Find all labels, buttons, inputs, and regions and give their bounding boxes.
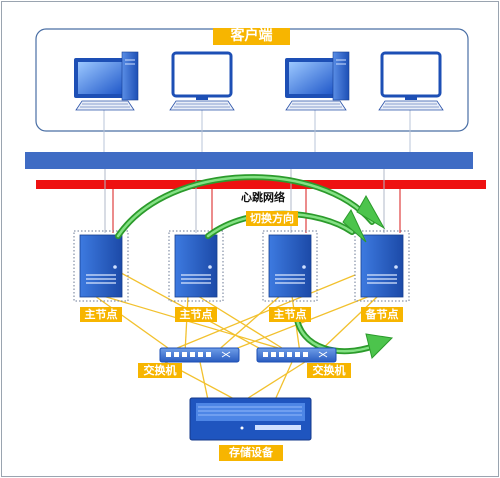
switch-direction-label: 切换方向 xyxy=(246,211,298,226)
monitor-icon xyxy=(380,51,442,98)
client-drop-lines xyxy=(103,108,411,152)
heartbeat-network-bus xyxy=(36,180,486,189)
heartbeat-network-label: 心跳网络 xyxy=(241,191,285,204)
server-main-2 xyxy=(168,230,224,302)
standby-node-label: 备节点 xyxy=(361,307,403,322)
server-main-3 xyxy=(262,230,318,302)
arrow-head-icon xyxy=(356,194,386,230)
client-network-bus xyxy=(25,152,473,169)
arrow-head-icon xyxy=(342,208,367,243)
server-main-1 xyxy=(73,230,129,302)
main-node-label-2: 主节点 xyxy=(175,307,217,322)
server-standby xyxy=(354,230,410,302)
client-monitor-2 xyxy=(378,51,444,111)
storage-device-label: 存储设备 xyxy=(219,445,283,461)
storage-array xyxy=(189,397,312,441)
server-heartbeat-links xyxy=(112,189,401,233)
client-workstation-1 xyxy=(74,51,139,111)
client-monitor-1 xyxy=(169,51,235,111)
switch-label-1: 交换机 xyxy=(138,363,182,378)
main-node-label-1: 主节点 xyxy=(80,307,122,322)
switch-label-2: 交换机 xyxy=(307,363,351,378)
switch-2 xyxy=(256,347,337,363)
client-workstation-2 xyxy=(285,51,350,111)
arrow-head-icon xyxy=(365,333,394,359)
monitor-icon xyxy=(171,51,233,98)
main-node-label-3: 主节点 xyxy=(269,307,311,322)
switch-1 xyxy=(159,347,240,363)
client-area-label: 客户端 xyxy=(213,28,290,45)
